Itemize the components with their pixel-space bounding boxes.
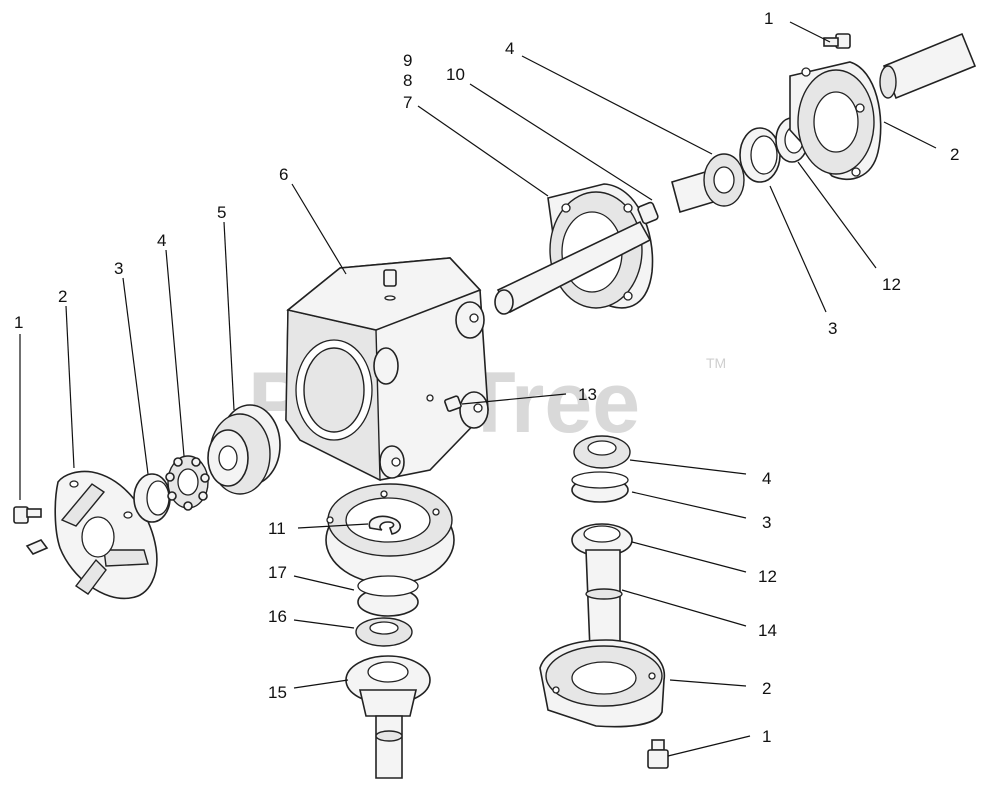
callout-2-bottom-right: 2 — [762, 679, 771, 698]
bearing-cap-left — [54, 470, 158, 600]
callout-6: 6 — [279, 165, 288, 184]
watermark-tm: TM — [706, 355, 726, 371]
callout-4-right: 4 — [762, 469, 771, 488]
bolt-left — [13, 506, 42, 524]
bearing-cup-right — [571, 471, 629, 503]
splined-shaft-top — [879, 32, 977, 100]
callout-9: 9 — [403, 51, 412, 70]
bearing-cup-lower — [357, 575, 419, 617]
callout-4-top: 4 — [505, 39, 514, 58]
callout-3-left: 3 — [114, 259, 123, 278]
input-shaft-flange — [494, 183, 659, 315]
callout-11: 11 — [268, 519, 286, 538]
callout-4-left: 4 — [157, 231, 166, 250]
callout-5: 5 — [217, 203, 226, 222]
callout-16: 16 — [268, 607, 287, 626]
bearing-cup-left — [133, 473, 171, 523]
bearing-cup-top — [739, 127, 781, 183]
pinion-shaft — [585, 549, 623, 651]
callout-17: 17 — [268, 563, 287, 582]
bearing-cap-lower-right — [539, 639, 666, 728]
bearing-cone-left — [165, 455, 210, 511]
bolt-lower-right — [647, 739, 669, 769]
bearing-cap-top-right — [789, 61, 882, 180]
callout-12-right: 12 — [758, 567, 777, 586]
callout-1-bottom-right: 1 — [762, 727, 771, 746]
callout-3-top-right: 3 — [828, 319, 837, 338]
bottom-flange-plate — [325, 483, 455, 585]
gearbox-housing — [285, 257, 489, 482]
output-hub — [345, 655, 431, 779]
callout-3-right: 3 — [762, 513, 771, 532]
callout-10: 10 — [446, 65, 465, 84]
callout-14: 14 — [758, 621, 777, 640]
callout-12-top-right: 12 — [882, 275, 901, 294]
key-left — [25, 539, 49, 555]
leader-lines — [19, 21, 937, 757]
bearing-cone-right — [573, 435, 631, 469]
callout-15: 15 — [268, 683, 287, 702]
callout-1-top-right: 1 — [764, 9, 773, 28]
bearing-cone-lower — [355, 617, 413, 647]
callout-8: 8 — [403, 71, 412, 90]
gear-part-5 — [207, 404, 281, 495]
callout-2-top-right: 2 — [950, 145, 959, 164]
callout-13: 13 — [578, 385, 597, 404]
callout-7: 7 — [403, 93, 412, 112]
bearing-cone-top — [703, 153, 745, 207]
callout-2-left: 2 — [58, 287, 67, 306]
bolt-top-right — [823, 33, 851, 49]
retaining-ring — [368, 515, 402, 535]
callout-1-left: 1 — [14, 313, 23, 332]
grease-fitting — [444, 395, 462, 412]
